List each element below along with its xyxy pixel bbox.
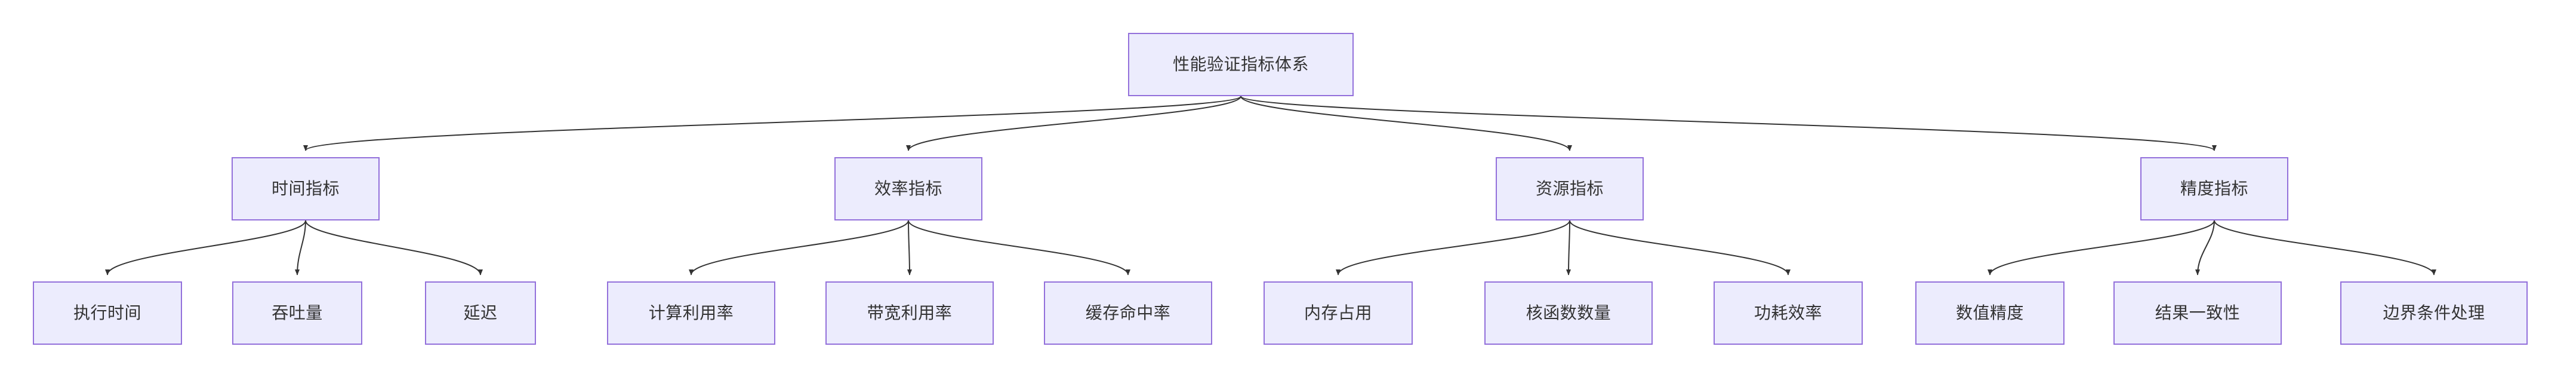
node-root[interactable]: 性能验证指标体系 <box>1128 33 1354 96</box>
node-label-resource: 资源指标 <box>1535 179 1604 198</box>
node-numeric-accuracy[interactable]: 数值精度 <box>1915 281 2065 345</box>
edge-time-to-exec-time <box>105 220 306 275</box>
node-label-exec-time: 执行时间 <box>73 304 141 323</box>
node-label-boundary-handle: 边界条件处理 <box>2383 304 2485 323</box>
node-exec-time[interactable]: 执行时间 <box>33 281 182 345</box>
node-label-latency: 延迟 <box>463 304 498 323</box>
node-cache-hit-rate[interactable]: 缓存命中率 <box>1044 281 1212 345</box>
node-resource[interactable]: 资源指标 <box>1496 157 1644 220</box>
node-label-power-efficiency: 功耗效率 <box>1754 304 1822 323</box>
node-label-root: 性能验证指标体系 <box>1172 55 1309 74</box>
edge-efficiency-to-cache-hit-rate <box>908 220 1130 275</box>
edge-precision-to-boundary-handle <box>2214 220 2436 275</box>
node-latency[interactable]: 延迟 <box>425 281 536 345</box>
node-label-cache-hit-rate: 缓存命中率 <box>1085 304 1171 323</box>
node-label-precision: 精度指标 <box>2180 179 2248 198</box>
node-throughput[interactable]: 吞吐量 <box>232 281 362 345</box>
edge-root-to-time <box>303 96 1241 151</box>
node-compute-util[interactable]: 计算利用率 <box>607 281 775 345</box>
node-label-compute-util: 计算利用率 <box>648 304 734 323</box>
node-precision[interactable]: 精度指标 <box>2140 157 2288 220</box>
node-memory-usage[interactable]: 内存占用 <box>1264 281 1413 345</box>
edge-precision-to-result-consist <box>2195 220 2215 275</box>
edge-root-to-efficiency <box>906 96 1241 151</box>
node-kernel-count[interactable]: 核函数数量 <box>1484 281 1653 345</box>
edge-resource-to-memory-usage <box>1336 220 1570 275</box>
node-label-bandwidth-util: 带宽利用率 <box>867 304 953 323</box>
node-bandwidth-util[interactable]: 带宽利用率 <box>825 281 994 345</box>
edge-root-to-resource <box>1240 96 1572 151</box>
node-label-time: 时间指标 <box>271 179 340 198</box>
node-efficiency[interactable]: 效率指标 <box>834 157 982 220</box>
node-label-result-consist: 结果一致性 <box>2155 304 2241 323</box>
edge-efficiency-to-bandwidth-util <box>907 220 912 275</box>
node-label-efficiency: 效率指标 <box>874 179 942 198</box>
edge-resource-to-power-efficiency <box>1569 220 1791 275</box>
node-label-numeric-accuracy: 数值精度 <box>1955 304 2024 323</box>
edge-precision-to-numeric-accuracy <box>1988 220 2215 275</box>
node-label-throughput: 吞吐量 <box>272 304 323 323</box>
edge-time-to-throughput <box>295 220 306 275</box>
node-boundary-handle[interactable]: 边界条件处理 <box>2340 281 2528 345</box>
edge-time-to-latency <box>305 220 483 275</box>
node-label-kernel-count: 核函数数量 <box>1526 304 1611 323</box>
edge-root-to-precision <box>1240 96 2217 151</box>
node-power-efficiency[interactable]: 功耗效率 <box>1714 281 1863 345</box>
edge-resource-to-kernel-count <box>1566 220 1572 275</box>
node-time[interactable]: 时间指标 <box>232 157 380 220</box>
edge-efficiency-to-compute-util <box>689 220 909 275</box>
node-result-consist[interactable]: 结果一致性 <box>2113 281 2282 345</box>
node-label-memory-usage: 内存占用 <box>1304 304 1372 323</box>
